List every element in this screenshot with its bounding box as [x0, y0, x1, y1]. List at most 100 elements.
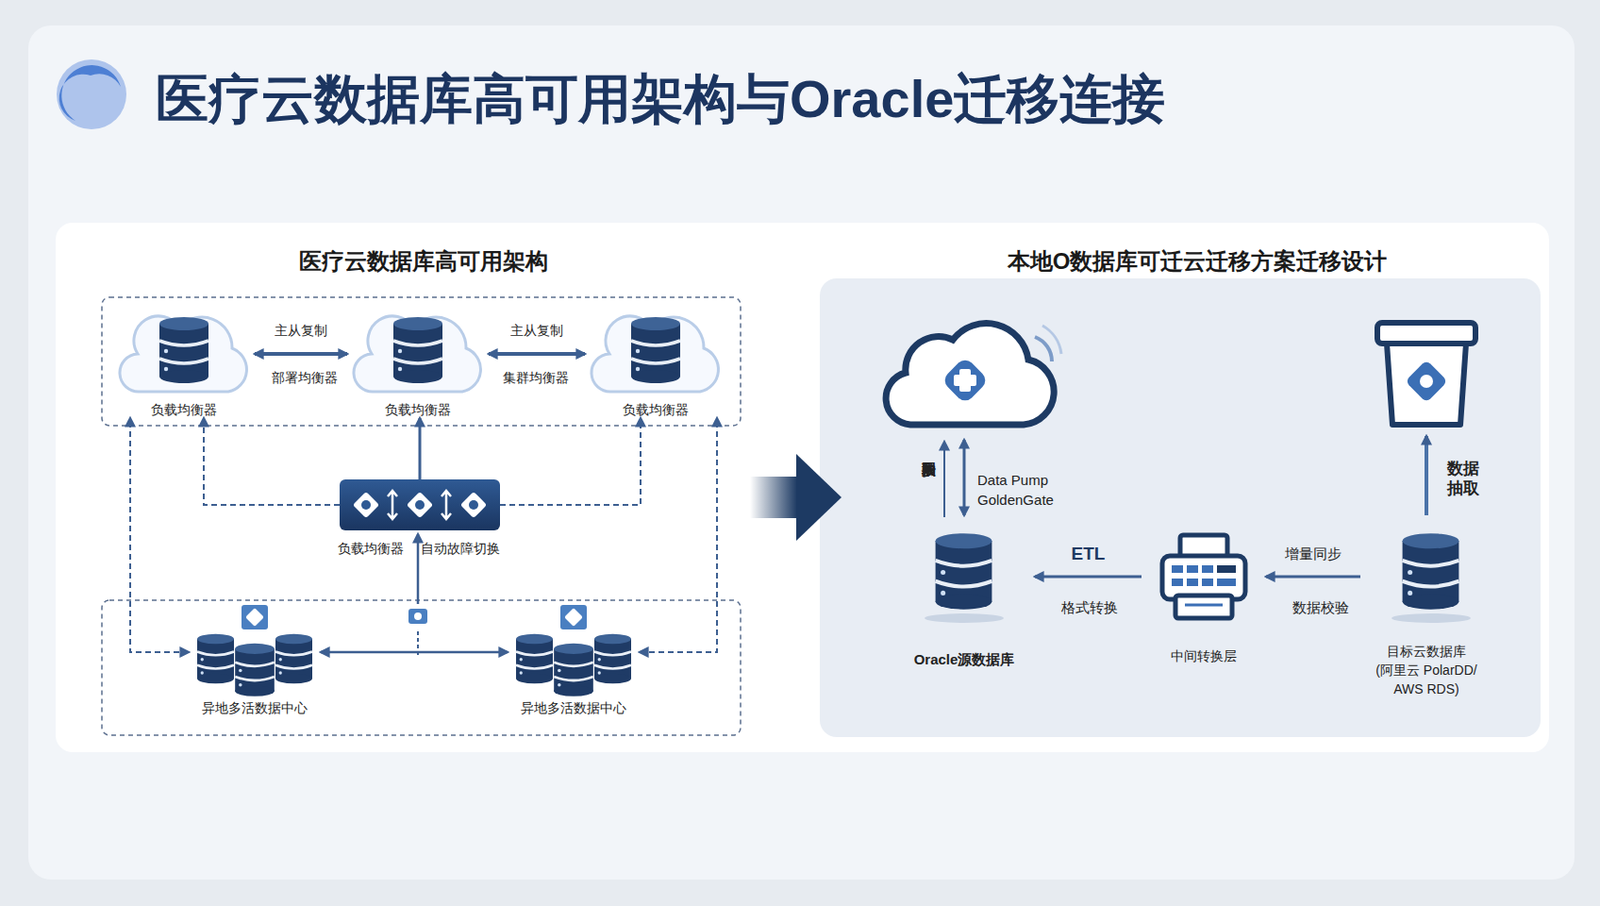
graphic-part	[594, 633, 632, 645]
graphic-part	[241, 604, 268, 630]
graphic-part	[275, 633, 313, 645]
node-label: 异地多活数据中心	[188, 699, 321, 717]
graphic-part	[1034, 336, 1052, 362]
node-label: 目标云数据库	[1360, 641, 1493, 661]
graphic-part	[1402, 533, 1460, 610]
archive-illustration	[1377, 322, 1476, 425]
node-label: (阿里云 PolarDD/	[1360, 660, 1493, 680]
page-card	[28, 25, 1575, 880]
graphic-part	[940, 590, 946, 596]
graphic-part	[339, 479, 500, 531]
node-label: 自动故障切换	[420, 539, 500, 557]
graphic-part	[279, 657, 283, 661]
extract-arrow	[963, 439, 967, 516]
panel-heading: 本地O数据库可迁云迁移方案迁移设计	[813, 247, 1582, 276]
graphic-part	[164, 366, 168, 371]
panel-group: 医疗云数据库高可用架构负载均衡器负载均衡器负载均衡器负载均衡器自动故障切换异地多…	[55, 222, 792, 751]
graphic-part	[935, 533, 993, 549]
node-label: 中间转换层	[1141, 646, 1267, 666]
graphic-part	[159, 316, 209, 384]
graphic-part	[159, 316, 209, 331]
cloudDb-icon	[584, 306, 727, 401]
node-box: 负载均衡器	[347, 306, 489, 418]
graphic-part	[408, 608, 428, 624]
graphic-part	[553, 648, 594, 691]
graphic-part	[1186, 565, 1199, 573]
graphic-part	[275, 651, 313, 656]
graphic-part	[159, 340, 209, 346]
node-label: 负载均衡器	[584, 400, 727, 418]
graphic-part	[631, 316, 681, 331]
graphic-part	[234, 643, 275, 654]
graphic-part	[935, 594, 993, 610]
connector-arrow	[1034, 575, 1142, 579]
connector-arrow	[130, 417, 189, 652]
graphic-part	[159, 323, 209, 377]
graphic-part	[885, 323, 1054, 425]
graphic-part	[935, 581, 993, 587]
dashed-group	[101, 600, 741, 735]
graphic-part	[598, 670, 601, 674]
graphic-part	[631, 340, 681, 346]
device-icon	[1141, 529, 1267, 624]
graphic-part	[553, 685, 594, 697]
connector-arrow	[254, 351, 348, 356]
cloud-illustration	[885, 323, 1062, 425]
graphic-part	[1175, 595, 1233, 618]
graphic-part	[1171, 565, 1184, 573]
graphic-part	[935, 540, 993, 601]
graphic-part	[398, 349, 402, 353]
sync-arrow	[416, 533, 420, 604]
graphic-part	[935, 560, 993, 567]
annotation-label: 格式转换	[1061, 599, 1118, 617]
graphic-part	[1201, 565, 1214, 573]
node-box: Oracle源数据库	[893, 529, 1035, 669]
graphic-part	[197, 673, 234, 684]
graphic-part	[339, 479, 500, 531]
edge-label: 主从复制	[510, 322, 564, 340]
node-box: 负载均衡器	[584, 306, 727, 418]
db-icon	[1360, 529, 1493, 624]
graphic-part	[594, 638, 632, 679]
graphic-part	[893, 529, 1035, 624]
edge-label: ETL	[1071, 543, 1106, 565]
graphic-part	[631, 369, 681, 384]
graphic-part	[393, 369, 443, 384]
graphic-part	[393, 323, 443, 377]
annotation-label: Data Pump GoldenGate	[977, 469, 1072, 510]
graphic-part	[519, 670, 523, 674]
graphic-part	[238, 668, 243, 673]
graphic-part	[1402, 540, 1460, 601]
graphic-part	[553, 643, 594, 697]
edge-label: 主从复制	[274, 322, 328, 340]
graphic-part	[635, 366, 640, 371]
graphic-part	[275, 633, 313, 684]
big-arrow-tail	[750, 476, 798, 518]
graphic-part	[275, 665, 313, 669]
graphic-part	[352, 491, 380, 518]
graphic-part	[1216, 565, 1236, 573]
migration-panel-bg	[819, 278, 1541, 737]
graphic-part	[234, 676, 275, 681]
annotation-label: 数据 抽取	[1447, 458, 1485, 499]
graphic-part	[275, 638, 313, 679]
graphic-part	[1216, 578, 1236, 586]
node-box: 中间转换层	[1141, 529, 1267, 666]
cluster-icon	[507, 604, 640, 700]
connector-arrow	[1266, 575, 1361, 579]
graphic-part	[159, 358, 209, 364]
graphic-part	[1419, 374, 1434, 388]
graphic-part	[1184, 603, 1223, 607]
logo-outer	[56, 59, 127, 130]
graphic-part	[200, 670, 204, 674]
graphic-part	[415, 500, 425, 510]
graphic-part	[1386, 343, 1467, 425]
graphic-part	[1377, 322, 1476, 344]
annotation-label: 部署均衡器	[271, 369, 338, 387]
graphic-part	[1360, 529, 1502, 624]
graphic-part	[197, 665, 234, 669]
graphic-part	[941, 356, 990, 405]
graphic-part	[953, 374, 977, 386]
